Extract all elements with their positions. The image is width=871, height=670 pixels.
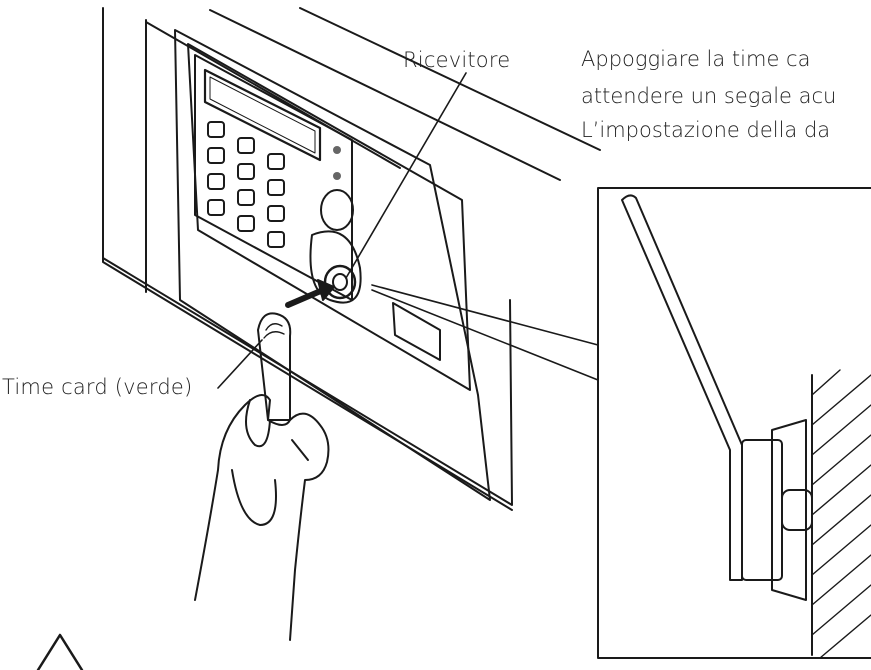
- card-callout-line: [217, 339, 263, 389]
- warning-triangle-icon: [36, 633, 84, 670]
- instruction-line: L’impostazione della da: [581, 118, 831, 142]
- receiver-inner: [332, 273, 348, 291]
- zoom-box: [597, 187, 871, 659]
- receiver-housing: [309, 230, 362, 304]
- safe-edge-top2: [209, 9, 561, 181]
- knob: [320, 189, 354, 231]
- key: [207, 199, 225, 216]
- time-card-ridge: [263, 323, 285, 339]
- instruction-line: attendere un segale acu: [581, 84, 837, 108]
- hand: [194, 394, 330, 641]
- time-card: [257, 312, 292, 421]
- door-panel: [174, 29, 491, 501]
- insert-arrow: [285, 287, 326, 308]
- key: [207, 173, 225, 190]
- reader-flange: [771, 419, 807, 601]
- time-card-label: Time card (verde): [2, 375, 193, 399]
- zoom-callout-line-top: [371, 284, 599, 346]
- hand-thumb: [231, 469, 277, 526]
- safe-edge-top3: [299, 7, 601, 151]
- insert-arrow-head: [317, 279, 335, 301]
- led-indicator: [333, 146, 341, 154]
- zoom-callout-line-bottom: [371, 289, 599, 381]
- key: [237, 137, 255, 154]
- safe-outline: [102, 7, 513, 506]
- key: [267, 179, 285, 196]
- reader-slot: [781, 489, 813, 531]
- display: [203, 68, 322, 162]
- tag-card-zoom: [621, 194, 743, 581]
- key: [237, 189, 255, 206]
- key: [207, 121, 225, 138]
- key: [267, 231, 285, 248]
- handle-slot: [392, 302, 441, 361]
- hand-finger: [245, 399, 271, 448]
- keypad-keys: [207, 121, 285, 248]
- receiver-callout-line: [345, 72, 467, 279]
- receiver-label: Ricevitore: [403, 48, 511, 72]
- hand-finger2: [291, 439, 309, 461]
- key: [267, 153, 285, 170]
- reader-body: [741, 439, 783, 581]
- key: [207, 147, 225, 164]
- led-indicator: [333, 172, 341, 180]
- display-inner: [209, 76, 316, 154]
- key: [237, 215, 255, 232]
- safe-edge-top: [145, 21, 401, 169]
- key: [237, 163, 255, 180]
- wall-hatching: [811, 369, 871, 659]
- instruction-line: Appoggiare la time ca: [581, 47, 811, 71]
- key: [267, 205, 285, 222]
